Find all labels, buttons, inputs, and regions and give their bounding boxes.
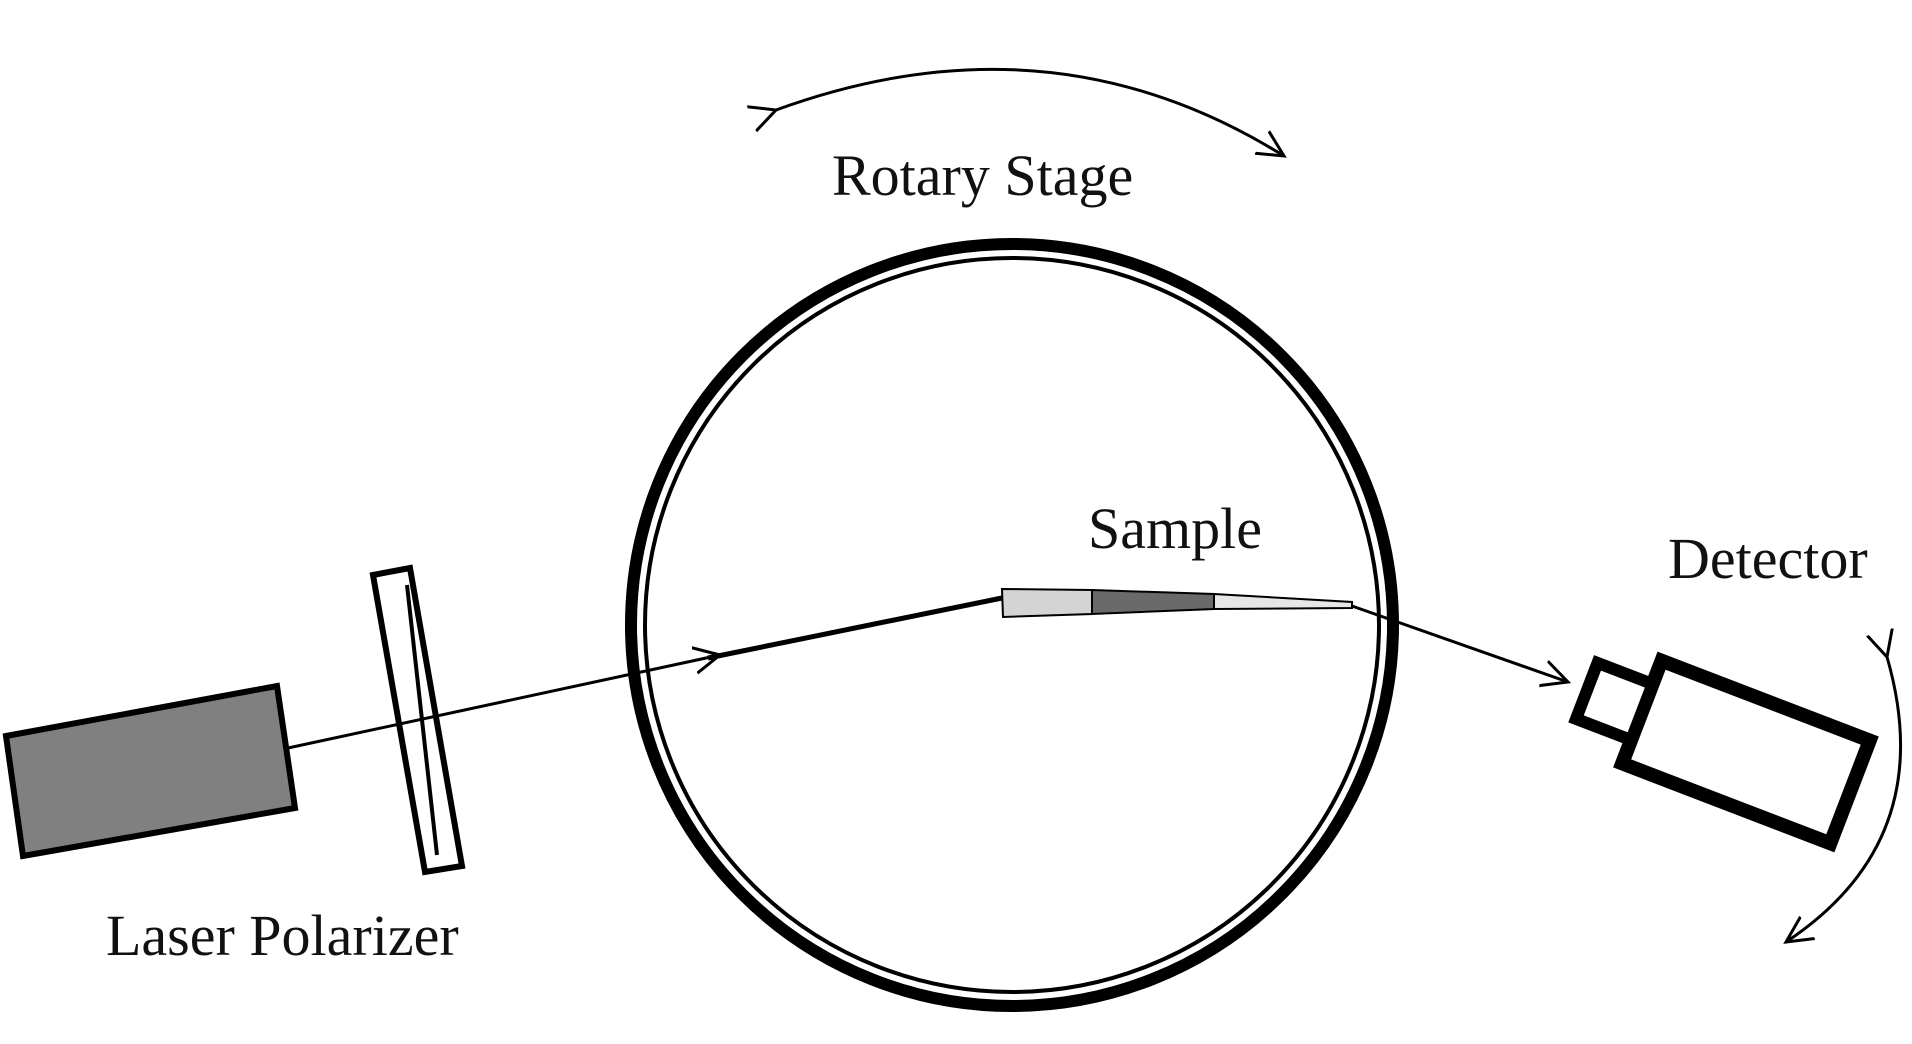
output-beam	[1351, 604, 1568, 682]
detector-rotation-arrow	[1786, 657, 1903, 942]
incident-beam-segment-1	[287, 655, 720, 750]
stage-rotation-arrow	[776, 67, 1284, 156]
laser-polarizer-label: Laser Polarizer	[106, 903, 459, 968]
detector-label: Detector	[1668, 526, 1868, 591]
rotary-stage	[625, 238, 1399, 1012]
sample-label: Sample	[1088, 496, 1262, 561]
sample	[1000, 587, 1353, 619]
rotary-stage-label: Rotary Stage	[832, 143, 1133, 208]
laser	[2, 682, 299, 860]
detector	[1568, 651, 1879, 853]
incident-beam-segment-2	[707, 595, 1003, 661]
